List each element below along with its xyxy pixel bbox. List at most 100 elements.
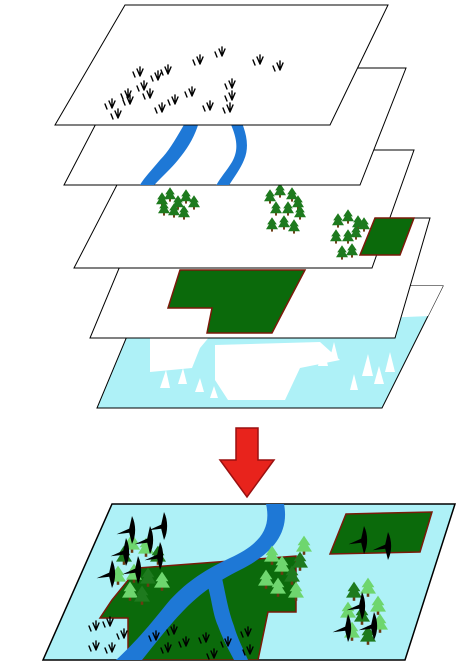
conifer-tree-icon: [350, 225, 362, 240]
grass-tuft-icon: [202, 100, 214, 112]
conifer-tree-icon: [270, 577, 286, 597]
forest-patch: [358, 217, 416, 256]
grass-tuft-icon: [240, 626, 252, 638]
conifer-clusters: [156, 183, 370, 260]
conifer-tree-icon: [292, 551, 308, 571]
grass-tuft-icon: [214, 46, 226, 58]
grass-tuft-icon: [178, 636, 190, 648]
grass-tuft-icon: [154, 102, 166, 114]
conifer-tree-icon: [178, 205, 190, 220]
bird-silhouette-icon: [148, 512, 168, 540]
grass-tuft-icon: [88, 620, 100, 632]
grass-plane: [54, 4, 389, 126]
conifer-tree-icon: [134, 585, 150, 605]
conifer-tree-icon: [168, 203, 180, 218]
composite-map: [41, 503, 457, 661]
grass-tuft-icon: [104, 642, 116, 654]
conifer-tree-icon: [292, 195, 304, 210]
conifer-tree-icon: [140, 567, 156, 587]
bird-silhouette-icon: [348, 526, 368, 554]
grass-tuft-icon: [224, 78, 236, 90]
grass-tuft-icon: [160, 64, 172, 76]
river: [116, 504, 286, 660]
conifer-tree-icon: [258, 569, 274, 589]
conifer-tree-icon: [370, 595, 386, 615]
grass-tuft-icon: [224, 90, 236, 102]
grass-tuft-icon: [166, 624, 178, 636]
grass-tuft-icon: [220, 636, 232, 648]
grass-tuft-icon: [160, 642, 172, 654]
bird-silhouette-icon: [346, 592, 366, 620]
grass-tufts: [104, 46, 284, 120]
conifer-tree-icon: [332, 213, 344, 228]
conifer-tree-icon: [358, 217, 370, 232]
grass-tuft-icon: [102, 616, 114, 628]
bird-silhouette-icon: [96, 560, 116, 588]
conifer-tree-icon: [154, 571, 170, 591]
grass-tuft-icon: [272, 60, 284, 72]
grass-tuft-icon: [252, 54, 264, 66]
layer-wildlife-grass: [54, 4, 389, 126]
conifer-tree-icon: [172, 195, 184, 210]
conifer-tree-icon: [264, 189, 276, 204]
grass-tuft-icon: [222, 102, 234, 114]
grass-tuft-icon: [148, 630, 160, 642]
river: [206, 578, 248, 660]
grass-tuft-icon: [198, 632, 210, 644]
river: [137, 118, 200, 185]
conifer-tree-icon: [282, 201, 294, 216]
grass-tuft-icon: [120, 88, 132, 100]
conifer-tree-icon: [286, 187, 298, 202]
water-reeds: [160, 342, 395, 398]
grass-tuft-icon: [88, 640, 100, 652]
conifer-tree-icon: [360, 625, 376, 645]
grass-tuft-icon: [122, 94, 134, 106]
conifer-tree-icon: [266, 217, 278, 232]
conifer-tree-icon: [346, 243, 358, 258]
conifer-tree-icon: [360, 577, 376, 597]
conifer-tree-icon: [342, 229, 354, 244]
grass-tuft-icon: [104, 98, 116, 110]
conifer-tree-icon: [274, 555, 290, 575]
grass-tuft-icon: [142, 88, 154, 100]
conifer-tree-icon: [164, 187, 176, 202]
water-opening: [215, 342, 340, 400]
conifer-tree-icon: [158, 201, 170, 216]
conifer-tree-icon: [122, 581, 138, 601]
bird-silhouette-icon: [358, 612, 378, 640]
bird-silhouette-icon: [134, 526, 154, 554]
grass-tuft-icon: [150, 70, 162, 82]
bird-silhouette-icon: [144, 542, 164, 570]
down-arrow-icon: [218, 427, 276, 499]
grass-tuft-icon: [110, 108, 122, 120]
conifer-tree-icon: [288, 219, 300, 234]
bird-silhouette-icon: [116, 516, 136, 544]
conifer-tree-icon: [294, 205, 306, 220]
grass-tuft-icon: [242, 644, 254, 656]
bird-silhouette-icon: [372, 532, 392, 560]
conifer-tree-icon: [274, 183, 286, 198]
composite-symbols: [88, 512, 392, 660]
conifer-tree-icon: [296, 535, 312, 555]
conifer-tree-icon: [288, 581, 304, 601]
conifer-tree-icon: [264, 545, 280, 565]
forest-polygon: [166, 269, 307, 334]
grass-tuft-icon: [167, 94, 179, 106]
conifer-tree-icon: [270, 201, 282, 216]
conifer-tree-icon: [346, 581, 362, 601]
grass-tuft-icon: [192, 54, 204, 66]
conifer-tree-icon: [330, 229, 342, 244]
conifer-tree-icon: [180, 189, 192, 204]
conifer-tree-icon: [336, 245, 348, 260]
grass-tuft-icon: [184, 86, 196, 98]
bird-silhouette-icon: [332, 614, 352, 642]
conifer-tree-icon: [342, 209, 354, 224]
conifer-tree-icon: [188, 195, 200, 210]
river: [214, 118, 247, 185]
grass-tuft-icon: [116, 628, 128, 640]
bird-silhouette-icon: [110, 538, 130, 566]
grass-tuft-icon: [136, 80, 148, 92]
grass-tuft-icon: [132, 66, 144, 78]
